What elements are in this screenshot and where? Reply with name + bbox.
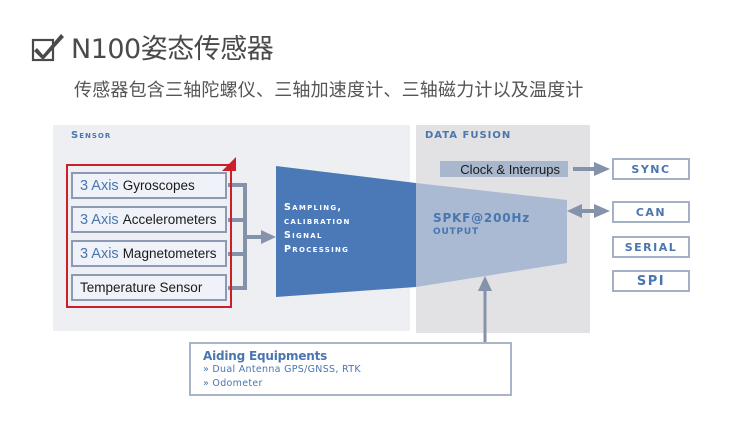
sensor-panel-label: Sensor [71,130,112,141]
aiding-equipments-box: Aiding Equipments » Dual Antenna GPS/GNS… [189,342,512,396]
fusion-trapezoid [416,183,567,287]
arrow-right-icon [594,204,610,218]
aiding-item: » Dual Antenna GPS/GNSS, RTK [203,364,361,375]
page-title: N100姿态传感器 [71,33,274,65]
processing-line: calibration [284,216,351,227]
sensor-axis-label: 3 Axis [80,245,119,262]
sensor-highlight-frame [66,164,232,308]
clock-interrupts-bar: Clock & Interrups [440,161,568,177]
processing-line: Signal [284,230,323,241]
checkbox-checked-icon [31,34,64,62]
output-spi: SPI [612,270,690,292]
sensor-name: Gyroscopes [122,178,195,193]
aiding-title: Aiding Equipments [203,349,328,363]
arrow-left-icon [567,204,582,218]
processing-line: Processing [284,244,350,255]
sensor-name: Accelerometers [122,212,217,227]
arrow-to-processing-icon [261,230,276,244]
clock-interrupts-label: Clock & Interrups [460,161,560,177]
sensor-name: Magnetometers [122,246,217,261]
arrow-up-icon [478,276,492,291]
sensor-connectors [228,183,262,290]
sensor-axis-label: 3 Axis [80,211,119,228]
page-subtitle: 传感器包含三轴陀螺仪、三轴加速度计、三轴磁力计以及温度计 [74,80,584,101]
arrow-to-sync-icon [594,162,610,176]
sensor-temperature: Temperature Sensor [71,274,227,301]
sensor-accelerometers: 3 Axis Accelerometers [71,206,227,233]
processing-line: Sampling, [284,202,343,213]
aiding-item: » Odometer [203,378,263,389]
sensor-gyroscopes: 3 Axis Gyroscopes [71,172,227,199]
sensor-name: Temperature Sensor [80,280,203,295]
processing-label: Sampling, calibration Signal Processing [284,201,351,257]
spkf-filter-label: SPKF@200Hz [433,211,531,225]
output-serial: SERIAL [612,236,690,258]
processing-trapezoid [276,166,416,297]
data-fusion-panel-label: DATA FUSION [425,130,512,141]
output-can: CAN [612,201,690,223]
sensor-axis-label: 3 Axis [80,177,119,194]
sensor-magnetometers: 3 Axis Magnetometers [71,240,227,267]
output-sync: SYNC [612,158,690,180]
spkf-output-label: OUTPUT [433,227,479,237]
title-row: N100姿态传感器 [31,26,274,66]
highlight-pointer-icon [222,157,236,171]
